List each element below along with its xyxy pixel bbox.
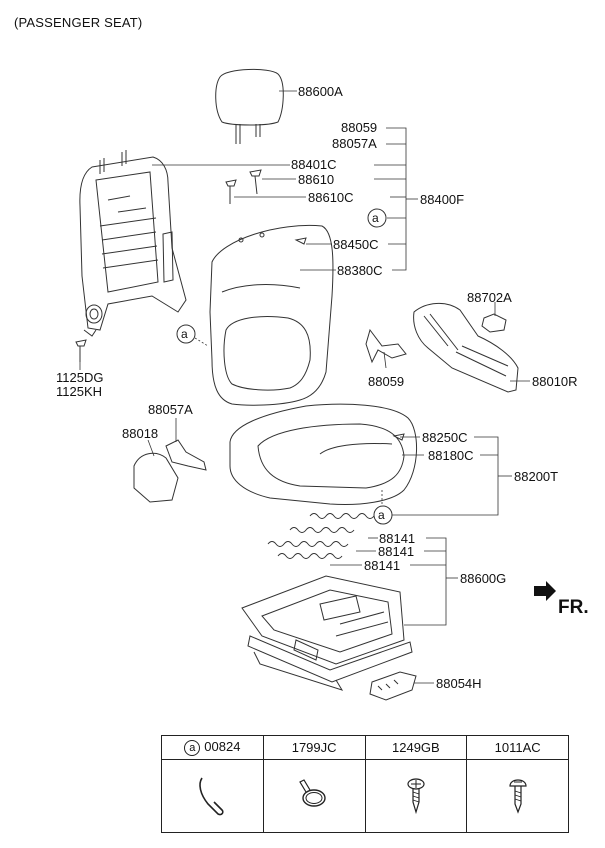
legend-header-cell: 1249GB [364, 735, 468, 760]
label-1125DG: 1125DG [56, 370, 103, 385]
label-88057A-top: 88057A [332, 136, 377, 151]
front-direction-label: FR. [558, 597, 589, 618]
seat-back-cushion-drawing [209, 224, 334, 406]
seat-track-drawing [241, 575, 413, 691]
spring-drawing [267, 513, 375, 559]
label-88018: 88018 [122, 426, 158, 441]
bracket-drawing [369, 671, 417, 701]
screw-icon [509, 778, 527, 814]
label-88141-c: 88141 [364, 558, 400, 573]
label-88141-b: 88141 [378, 544, 414, 559]
label-1125KH: 1125KH [56, 384, 102, 399]
tapping-screw-icon [407, 777, 425, 814]
hose-clamp-icon [299, 778, 326, 807]
legend-header-00824: 00824 [204, 739, 241, 755]
page-title: (PASSENGER SEAT) [14, 15, 143, 30]
label-88401C: 88401C [291, 157, 337, 172]
callout-a-cushion: a [181, 327, 188, 341]
label-88059-top: 88059 [341, 120, 377, 135]
headrest-drawing [215, 68, 284, 144]
label-88141-a: 88141 [379, 531, 415, 546]
label-88054H: 88054H [436, 676, 482, 691]
label-88250C: 88250C [422, 430, 468, 445]
front-arrow-icon [534, 581, 556, 601]
label-88702A: 88702A [467, 290, 512, 305]
wire-clip-icon [199, 777, 224, 815]
label-88450C: 88450C [333, 237, 379, 252]
legend-header-cell: 1011AC [466, 735, 569, 760]
label-88200T: 88200T [514, 469, 558, 484]
seat-cushion-drawing [229, 403, 417, 505]
bolt-drawing [75, 169, 262, 362]
side-shield-drawing [365, 303, 519, 393]
label-88010R: 88010R [532, 374, 578, 389]
callout-marker: a [184, 739, 201, 756]
callout-a-seat: a [378, 508, 385, 522]
label-88380C: 88380C [337, 263, 383, 278]
legend-header-cell: 1799JC [262, 735, 366, 760]
label-88057A-mid: 88057A [148, 402, 193, 417]
label-88600G: 88600G [460, 571, 506, 586]
callout-a-back: a [372, 211, 379, 225]
label-88400F: 88400F [420, 192, 464, 207]
label-88600A: 88600A [298, 84, 343, 99]
seat-back-frame-drawing [79, 150, 187, 337]
trim-cover-drawing [133, 439, 207, 503]
label-88059-mid: 88059 [368, 374, 404, 389]
label-88610C: 88610C [308, 190, 354, 205]
label-88180C: 88180C [428, 448, 474, 463]
legend-icon-row [161, 759, 569, 833]
label-88610: 88610 [298, 172, 334, 187]
